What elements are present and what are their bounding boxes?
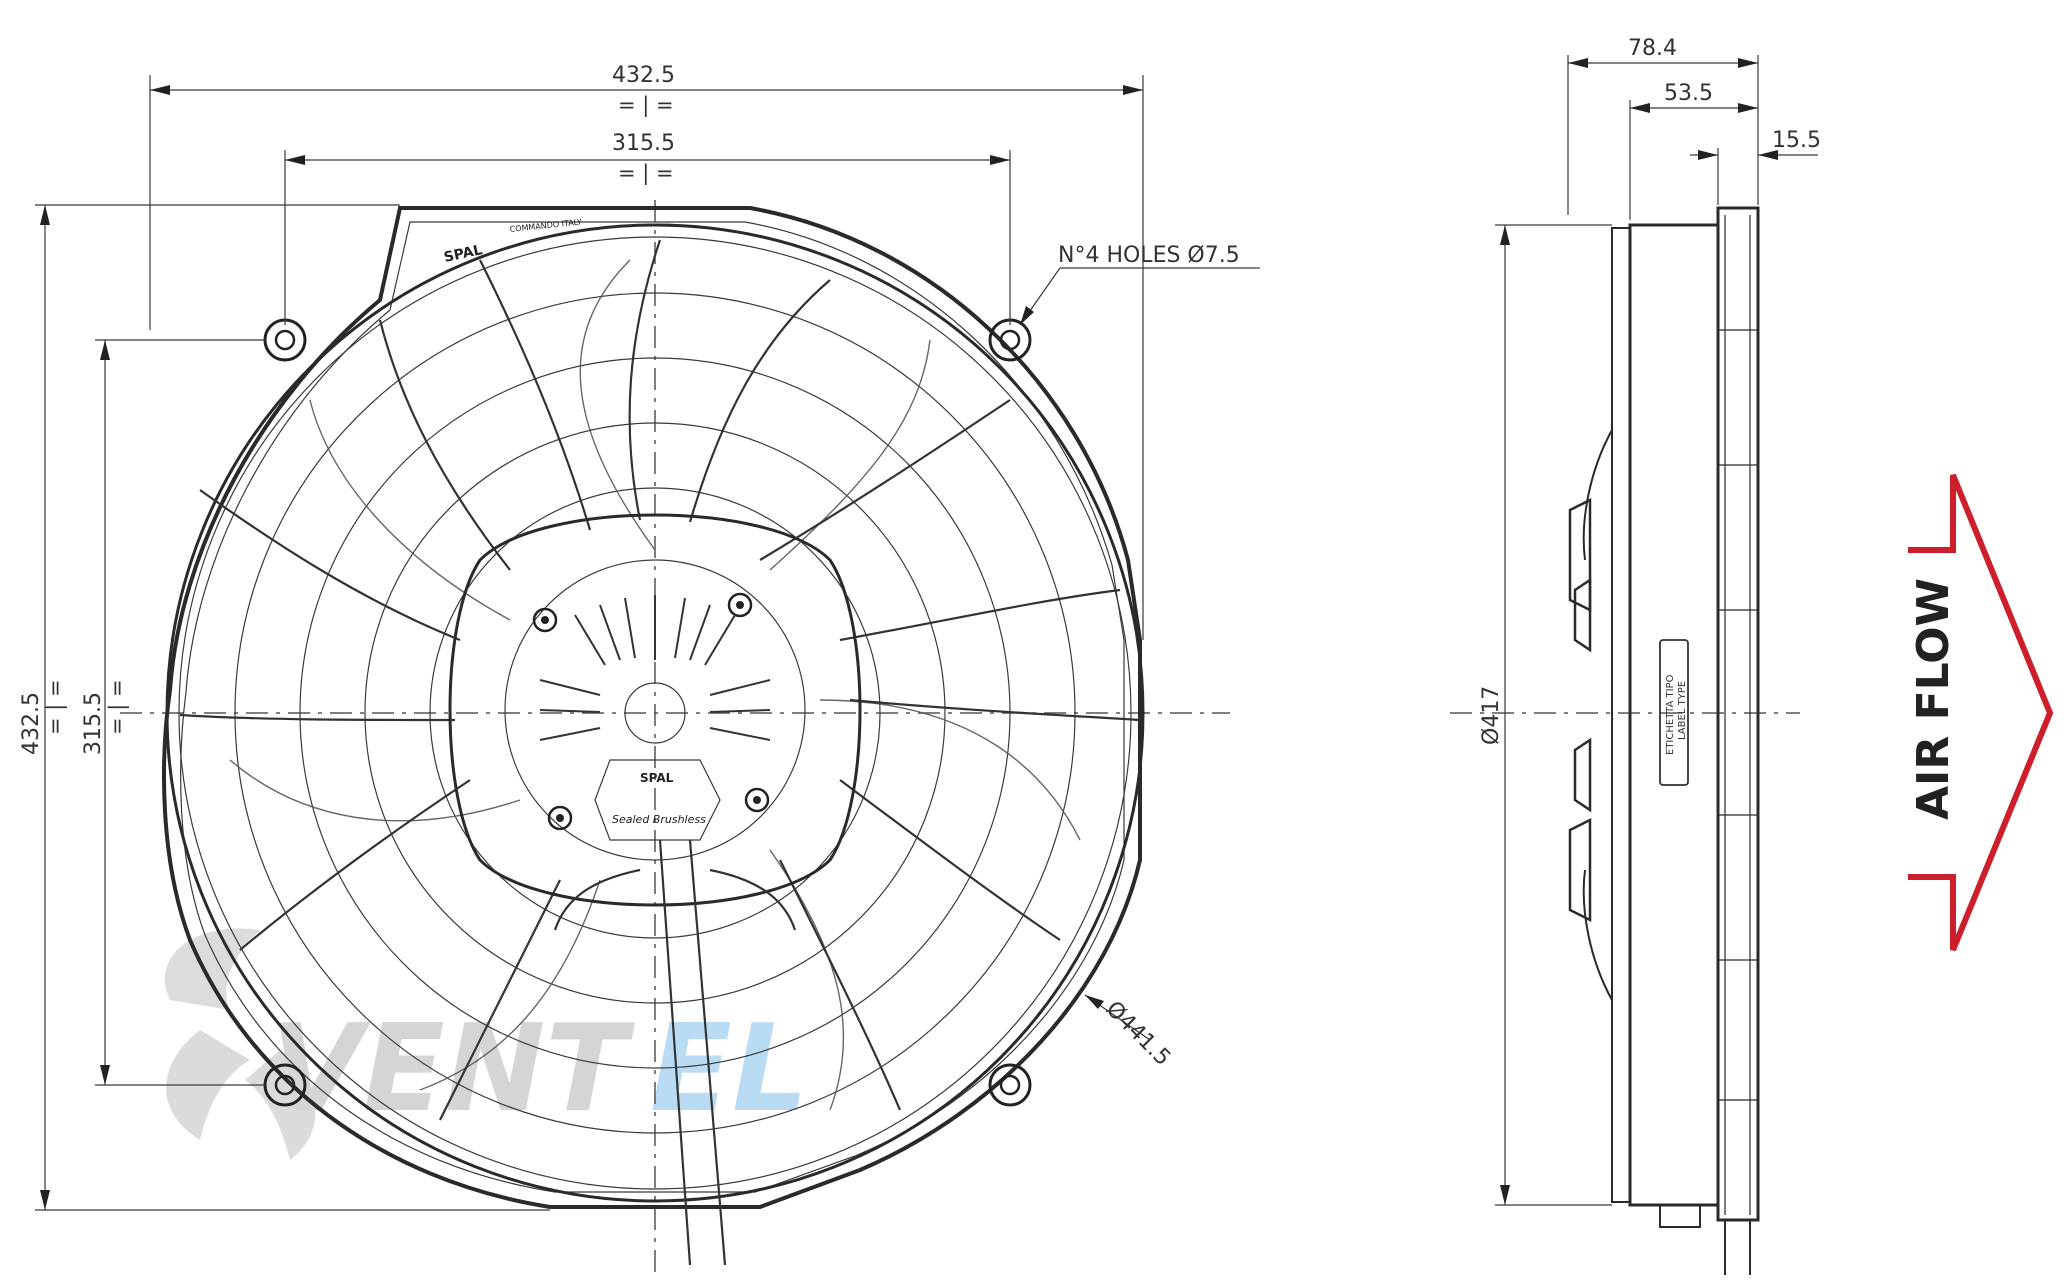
shroud-outer-frame [162, 206, 1142, 1209]
outer-diameter-callout: Ø441.5 [1084, 994, 1175, 1071]
fan-ring-inner [178, 236, 1132, 1190]
mounting-hole-top-left [263, 318, 307, 362]
side-label-line1: ETICHETTA TIPO [1665, 674, 1676, 755]
dim-height-overall: 432.5 = | = [19, 204, 550, 1211]
holes-note-label: N°4 HOLES Ø7.5 [1058, 243, 1240, 268]
holes-note-callout: N°4 HOLES Ø7.5 [1019, 243, 1260, 326]
dim-depth-flange: 15.5 [1690, 128, 1821, 205]
watermark-text-dark: VENT [270, 1000, 635, 1139]
shroud-inner-frame [180, 221, 1125, 1193]
dim-width-overall: 432.5 = | = [149, 63, 1144, 640]
fan-ring-outer [165, 223, 1145, 1203]
dim-height-holes-label: 315.5 [81, 692, 106, 755]
dim-height-holes-sym: = | = [105, 679, 130, 735]
dim-width-holes-label: 315.5 [612, 131, 675, 156]
dim-width-overall-label: 432.5 [612, 63, 675, 88]
dim-depth-flange-label: 15.5 [1772, 128, 1821, 153]
watermark-fan-icon [164, 928, 316, 1160]
motor-cooling-fins [539, 595, 771, 741]
motor-brand-text: SPAL [640, 771, 674, 785]
dim-depth-mid-label: 53.5 [1664, 81, 1713, 106]
airflow-indicator: AIR FLOW [1908, 473, 2054, 952]
power-cable [553, 839, 797, 1266]
fan-blades [229, 259, 1081, 1111]
grille-spokes [179, 239, 1141, 1121]
side-profile [1568, 206, 1760, 1275]
mounting-hole-top-right [988, 318, 1032, 362]
airflow-arrow [1908, 473, 2054, 952]
motor-hub: SPAL Sealed Brushless [448, 513, 862, 907]
watermark: VENT EL [164, 928, 808, 1160]
shroud-brand-text: SPAL [443, 242, 484, 266]
dim-width-holes: 315.5 = | = [284, 131, 1011, 325]
hub-outer [448, 513, 862, 907]
dim-shroud-diameter-label: Ø417 [1479, 686, 1504, 745]
motor-label-plate [594, 759, 721, 841]
outer-diameter-label: Ø441.5 [1101, 997, 1175, 1071]
hub-screws [532, 592, 770, 831]
airflow-label: AIR FLOW [1908, 578, 1959, 820]
dim-width-holes-sym: = | = [618, 161, 674, 186]
hub-center [624, 682, 686, 744]
dim-depth-mid: 53.5 [1629, 81, 1758, 220]
dim-height-overall-sym: = | = [43, 679, 68, 735]
side-view: ETICHETTA TIPO LABEL TYPE 78.4 53.5 [1450, 36, 1821, 1275]
motor-label-text: Sealed Brushless [612, 813, 706, 826]
hub-motor-ring [504, 559, 806, 861]
dim-height-holes: 315.5 = | = [81, 339, 265, 1086]
dim-shroud-diameter: Ø417 [1479, 224, 1612, 1206]
dim-depth-total: 78.4 [1567, 36, 1759, 215]
mounting-hole-bottom-right [988, 1063, 1032, 1107]
dim-height-overall-label: 432.5 [19, 692, 44, 755]
side-label-line2: LABEL TYPE [1677, 681, 1688, 740]
dim-width-overall-sym: = | = [618, 93, 674, 118]
front-view: SPAL Sealed Brushless [19, 63, 1260, 1275]
side-label-plate: ETICHETTA TIPO LABEL TYPE [1659, 639, 1689, 786]
dim-depth-total-label: 78.4 [1628, 36, 1677, 61]
